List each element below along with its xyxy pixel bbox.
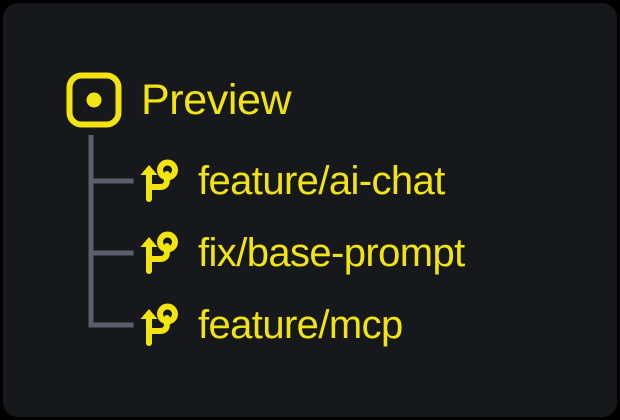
git-branch-icon	[140, 303, 178, 346]
branch-label: fix/base-prompt	[198, 231, 465, 275]
tree-connector-lines	[88, 135, 134, 328]
git-branch-icon	[140, 159, 178, 202]
page-title: Preview	[141, 75, 292, 124]
git-branch-icon	[140, 231, 178, 274]
branch-list-item[interactable]: feature/mcp	[136, 297, 403, 353]
branch-list-item[interactable]: feature/ai-chat	[136, 153, 445, 209]
preview-header-row[interactable]: Preview	[65, 65, 292, 135]
branch-list-item[interactable]: fix/base-prompt	[136, 225, 465, 281]
preview-panel: Preview feature/ai-chat fix/base-prompt	[3, 3, 617, 417]
branch-label: feature/ai-chat	[198, 159, 445, 203]
branch-label: feature/mcp	[198, 303, 403, 347]
preview-square-dot-icon	[66, 72, 122, 128]
